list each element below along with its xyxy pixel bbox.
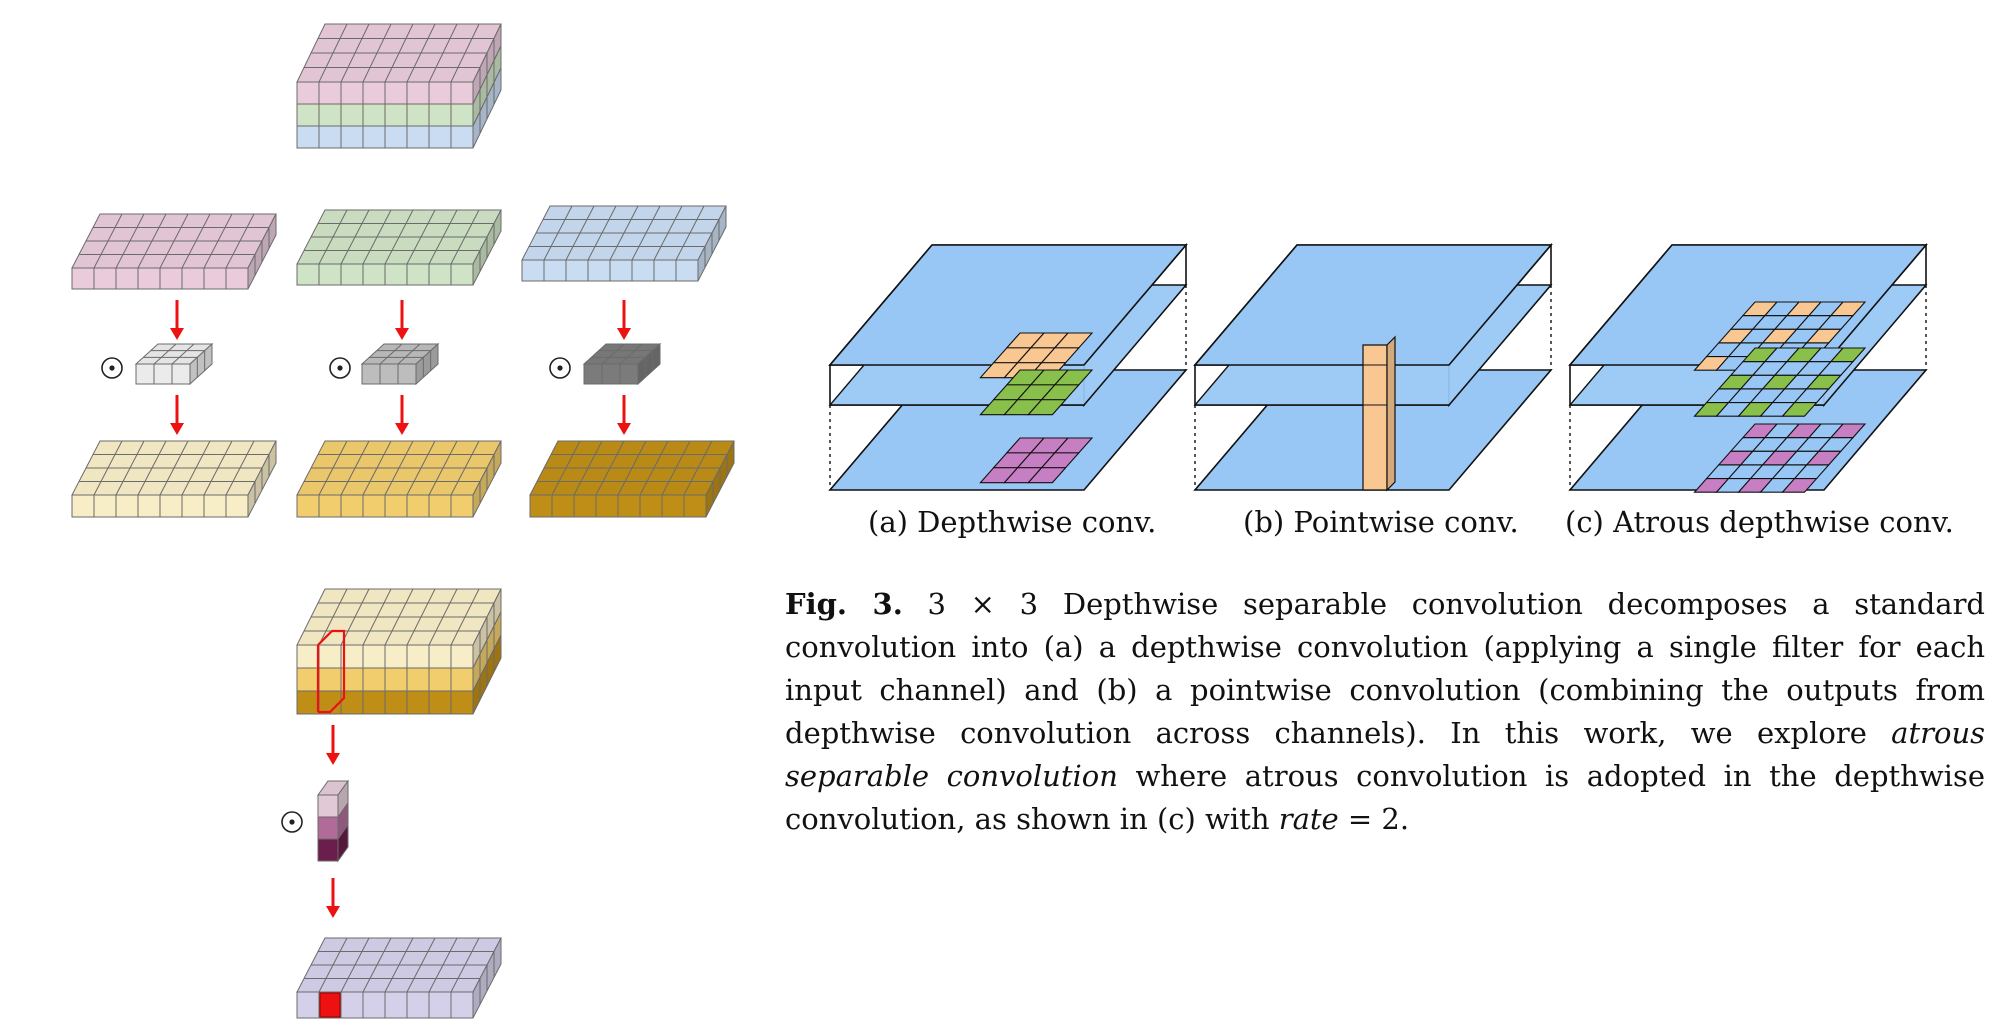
arrow-blue-1 (617, 300, 631, 340)
output-cream (71, 440, 277, 518)
operator-symbol-3 (549, 357, 571, 379)
kernel-light (134, 342, 214, 386)
caption-text-2: where atrous convolution is adopted in t… (785, 759, 1985, 836)
subcaption-a: (a) Depthwise conv. (868, 505, 1157, 539)
channel-blue (521, 205, 727, 282)
subcaption-c: (c) Atrous depthwise conv. (1565, 505, 1954, 539)
arrow-green-2 (395, 395, 409, 435)
subcaption-b: (b) Pointwise conv. (1243, 505, 1519, 539)
figure-caption: Fig. 3. 3 × 3 Depthwise separable convol… (785, 583, 1985, 841)
panel-pointwise (1193, 242, 1553, 492)
kernel-mid (360, 342, 440, 386)
caption-emphasis: atrous separable convolution (785, 716, 1985, 793)
operator-symbol-4 (281, 811, 303, 833)
kernel-size: 3 × 3 (927, 587, 1039, 621)
left-diagram (71, 23, 735, 1019)
rate-value: = 2. (1338, 802, 1410, 836)
operator-symbol-1 (101, 357, 123, 379)
channel-pink (71, 213, 277, 290)
output-gold (296, 440, 502, 518)
operator-symbol-2 (329, 357, 351, 379)
arrow-pink-1 (170, 300, 184, 340)
panel-depthwise (828, 242, 1188, 491)
output-cell-highlight (319, 992, 341, 1018)
arrow-pink-2 (170, 395, 184, 435)
figure-label: Fig. 3. (785, 587, 903, 621)
caption-text-1: Depthwise separable convolution decompos… (785, 587, 1985, 750)
arrow-green-1 (395, 300, 409, 340)
right-diagram (828, 242, 1928, 493)
highlight-column (317, 629, 346, 714)
kernel-dark (582, 342, 662, 386)
panel-atrous (1568, 242, 1928, 493)
arrow-blue-2 (617, 395, 631, 435)
rate-variable: rate (1278, 802, 1339, 836)
arrow-pointwise-1 (326, 725, 340, 765)
input-volume (296, 23, 502, 149)
stacked-output (296, 588, 502, 715)
channel-green (296, 209, 502, 286)
output-brown (529, 440, 735, 518)
arrow-pointwise-2 (326, 878, 340, 918)
pointwise-kernel (317, 779, 349, 863)
